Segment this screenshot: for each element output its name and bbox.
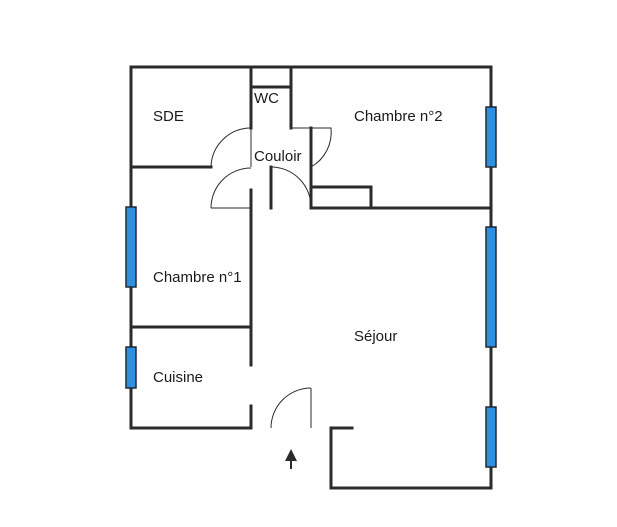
entrance-arrow-icon [285, 449, 297, 461]
interior-walls [129, 65, 493, 430]
room-label-cuisine: Cuisine [153, 369, 203, 386]
doors [210, 127, 332, 429]
room-label-sejour: Séjour [354, 328, 397, 345]
room-label-chambre2: Chambre n°2 [354, 108, 443, 125]
window-cuisine [125, 346, 137, 389]
window-sejour-top [485, 226, 497, 348]
room-label-wc: WC [254, 90, 279, 107]
window-sejour-bottom [485, 406, 497, 468]
room-label-chambre1: Chambre n°1 [153, 269, 242, 286]
window-chambre1 [125, 206, 137, 288]
room-label-couloir: Couloir [254, 148, 302, 165]
window-chambre2 [485, 106, 497, 168]
room-label-sde: SDE [153, 108, 184, 125]
windows [125, 106, 497, 468]
